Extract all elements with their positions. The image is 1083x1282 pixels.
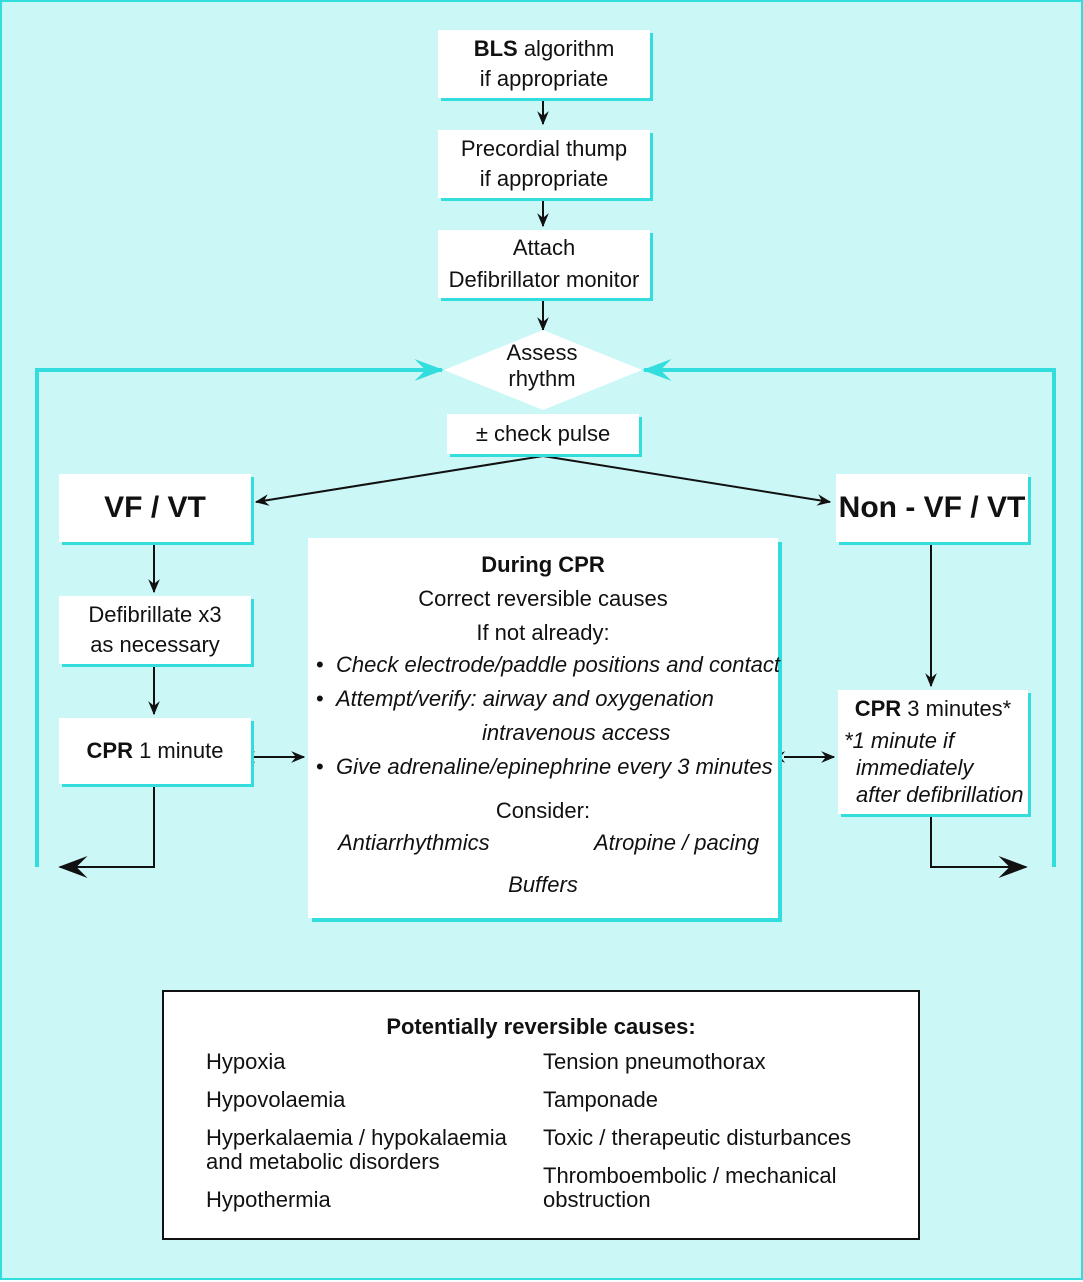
attach-line2: Defibrillator monitor [448, 267, 640, 292]
correct-causes-line: Correct reversible causes [418, 586, 668, 611]
reversible-causes-box: Potentially reversible causes: Hypoxia H… [162, 990, 920, 1240]
vf-vt-box: VF / VT [59, 474, 251, 542]
assess-diamond [444, 330, 642, 410]
bullet-adrenaline: Give adrenaline/epinephrine every 3 minu… [336, 754, 773, 779]
loop-left-to-assess [35, 359, 444, 867]
bls-line1: BLS algorithm [473, 36, 615, 61]
defib-line2: as necessary [90, 632, 220, 657]
bls-line2: if appropriate [479, 66, 609, 91]
option-atropine-pacing: Atropine / pacing [594, 830, 760, 855]
bullet-dot: • [316, 652, 324, 677]
bullet-airway: Attempt/verify: airway and oxygenation [336, 686, 714, 711]
vf-vt-label: VF / VT [104, 491, 206, 524]
causes-right-column: Tension pneumothorax Tamponade Toxic / t… [543, 1050, 851, 1226]
bullet-dot: • [316, 686, 324, 711]
causes-title: Potentially reversible causes: [386, 1014, 696, 1039]
causes-left-column: Hypoxia Hypovolaemia Hyperkalaemia / hyp… [206, 1050, 507, 1226]
assess-line2: rhythm [508, 366, 576, 391]
defibrillate-box: Defibrillate x3 as necessary [59, 596, 251, 664]
bullet-dot: • [316, 754, 324, 779]
cpr3-note-line2: immediately [856, 755, 974, 780]
cause-item: Hypothermia [206, 1187, 331, 1212]
cause-item: Tension pneumothorax [543, 1049, 766, 1074]
defib-line1: Defibrillate x3 [88, 602, 222, 627]
check-pulse-box: ± check pulse [447, 414, 639, 454]
cpr-3-minutes-box: CPR 3 minutes* *1 minute if immediately … [838, 690, 1028, 814]
option-buffers: Buffers [508, 872, 578, 897]
cause-item: Toxic / therapeutic disturbances [543, 1125, 852, 1150]
bls-box: BLS algorithm if appropriate [438, 30, 650, 98]
arrow-cpr1-out [58, 784, 155, 878]
option-antiarrhythmics: Antiarrhythmics [338, 830, 490, 855]
cause-item: Hypoxia [206, 1049, 286, 1074]
cpr1-label: CPR 1 minute [86, 738, 224, 763]
during-cpr-title: During CPR [481, 552, 605, 577]
arrow-to-nonvfvt [542, 455, 832, 506]
thump-line1: Precordial thump [460, 136, 628, 161]
bullet-iv-access: intravenous access [482, 720, 671, 745]
cpr3-label: CPR 3 minutes* [854, 696, 1012, 721]
non-vf-vt-label: Non - VF / VT [838, 491, 1026, 524]
cpr3-note: *1 minute if immediately after defibrill… [838, 727, 1028, 808]
cpr3-note-line3: after defibrillation [856, 782, 1024, 807]
loop-right-to-assess [642, 359, 1056, 867]
attach-line1: Attach [512, 235, 576, 260]
cpr-1-minute-box: CPR 1 minute [59, 718, 251, 784]
during-cpr-box: During CPR Correct reversible causes If … [308, 538, 780, 918]
precordial-thump-box: Precordial thump if appropriate [438, 130, 650, 198]
consider-label: Consider: [495, 798, 591, 823]
if-not-already-line: If not already: [476, 620, 610, 645]
non-vf-vt-box: Non - VF / VT [836, 474, 1028, 542]
thump-line2: if appropriate [479, 166, 609, 191]
cause-item: Tamponade [543, 1087, 658, 1112]
assess-line1: Assess [506, 340, 578, 365]
check-pulse-label: ± check pulse [475, 421, 611, 446]
arrow-to-vfvt [254, 455, 544, 506]
arrow-cpr3-out [930, 814, 1028, 878]
bullet-electrode: Check electrode/paddle positions and con… [336, 652, 780, 677]
assess-rhythm-label: Assess rhythm [472, 340, 612, 392]
cpr3-note-line1: *1 minute if [844, 728, 955, 753]
cause-item: Hypovolaemia [206, 1087, 346, 1112]
attach-monitor-box: Attach Defibrillator monitor [438, 230, 650, 298]
